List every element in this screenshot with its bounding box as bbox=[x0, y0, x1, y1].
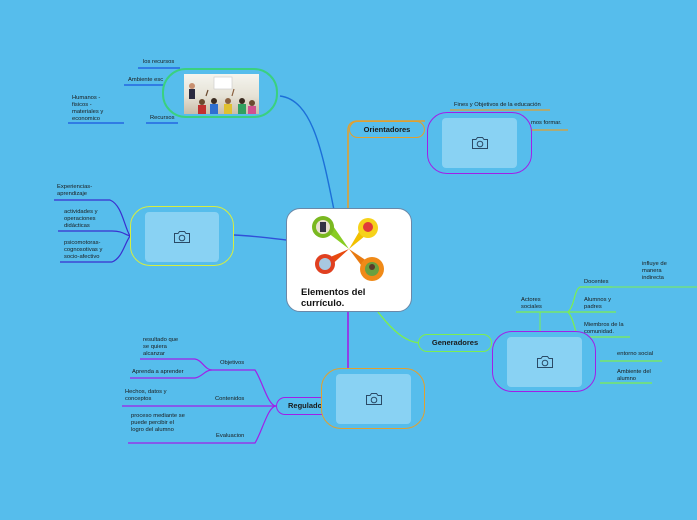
camera-icon bbox=[174, 231, 190, 243]
label-experiencias: Experiencias-aprendizaje bbox=[57, 184, 93, 197]
label-recursos: Recursos bbox=[150, 115, 175, 121]
reguladores-image-node[interactable] bbox=[321, 368, 425, 429]
label-alumnos-padres: Alumnos y padres bbox=[584, 297, 612, 310]
label-humanos: Humanos - fisicos - materiales y economi… bbox=[72, 95, 104, 122]
label-influye: influye de manera indirecta bbox=[642, 261, 667, 281]
image-placeholder bbox=[336, 374, 411, 424]
image-placeholder bbox=[507, 337, 582, 387]
label-aprenda: Aprenda a aprender bbox=[132, 369, 184, 375]
generadores-image-node[interactable] bbox=[492, 331, 596, 392]
left-image-node[interactable] bbox=[130, 206, 234, 266]
label-evaluacion: Evaluacion bbox=[216, 433, 245, 439]
camera-icon bbox=[471, 137, 488, 149]
image-placeholder bbox=[442, 118, 517, 168]
cartoon-icons bbox=[312, 216, 384, 281]
topic-orientadores[interactable]: Orientadores bbox=[349, 121, 425, 138]
topic-generadores[interactable]: Generadores bbox=[418, 334, 492, 352]
label-entorno-social: entorno social bbox=[617, 351, 654, 357]
camera-icon bbox=[536, 356, 553, 368]
label-fines-objetivos: Fines y Objetivos de la educación bbox=[454, 102, 541, 108]
label-actividades: actividades y operaciones didácticas bbox=[64, 209, 98, 229]
camera-icon bbox=[365, 393, 382, 405]
classroom-image-node[interactable] bbox=[162, 68, 278, 118]
label-docentes: Docentes bbox=[584, 279, 609, 285]
label-miembros: Miembros de la comunidad. bbox=[584, 322, 624, 335]
label-hechos: Hechos, datos y conceptos bbox=[125, 389, 167, 402]
classroom-photo bbox=[184, 74, 259, 114]
label-formar: mos formar. bbox=[531, 120, 562, 126]
orientadores-image-node[interactable] bbox=[427, 112, 532, 174]
label-ambiente-escolar: Ambiente esc bbox=[128, 77, 164, 83]
central-topic-title: Elementos del currículo. bbox=[301, 287, 366, 309]
label-actores-sociales: Actores sociales bbox=[521, 297, 542, 310]
label-objetivos: Objetivos bbox=[220, 360, 245, 366]
label-proceso: proceso mediante se puede percibir el lo… bbox=[131, 413, 185, 433]
classroom-scene-icon bbox=[189, 76, 256, 114]
label-los-recursos: los recursos bbox=[143, 59, 175, 65]
image-placeholder bbox=[145, 212, 219, 262]
central-topic[interactable]: Elementos del currículo. bbox=[286, 208, 412, 312]
label-contenidos: Contenidos bbox=[215, 396, 245, 402]
label-ambiente-alumno: Ambiente del alumno bbox=[617, 369, 651, 382]
label-resultado: resultado que se quiera alcanzar bbox=[143, 337, 179, 357]
label-psicomotoras: psicomotoras-cognosotivas y socio-afecti… bbox=[64, 240, 103, 260]
